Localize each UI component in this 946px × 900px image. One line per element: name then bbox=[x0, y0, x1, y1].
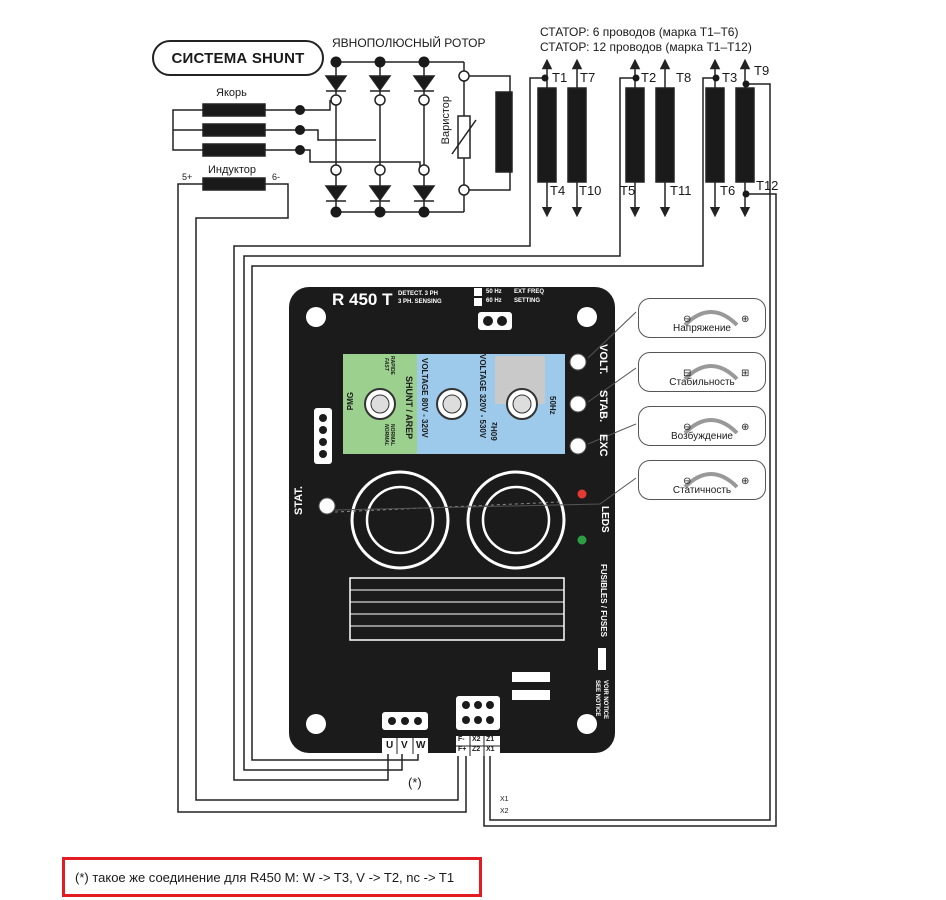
stator-12-label: СТАТОР: 12 проводов (марка T1–T12) bbox=[540, 40, 752, 54]
notice-1-label: VOIR NOTICE bbox=[602, 680, 608, 720]
normal-en-label: NORMAL bbox=[383, 424, 389, 446]
stat-label: STAT. bbox=[293, 486, 305, 515]
terminal-t1: T1 bbox=[552, 70, 568, 85]
rotating-rectifier bbox=[295, 56, 513, 218]
callout-p2-label: Стабильность bbox=[669, 377, 735, 388]
wire-x2-label: X2 bbox=[500, 808, 509, 815]
callout-p3-label: Возбуждение bbox=[671, 431, 733, 442]
callout-p1: ⊖ ⊕ Напряжение bbox=[638, 298, 766, 338]
inductor-label: Индуктор bbox=[208, 164, 256, 176]
callout-p1-plus: ⊕ bbox=[741, 314, 750, 325]
inductor-minus: 6- bbox=[272, 172, 281, 182]
callout-p4-plus: ⊕ bbox=[741, 476, 750, 487]
terminal-t7: T7 bbox=[580, 70, 596, 85]
rotor-label: ЯВНОПОЛЮСНЫЙ РОТОР bbox=[332, 36, 486, 50]
board-detect-2: 3 PH. SENSING bbox=[398, 299, 442, 305]
callout-p1-minus: ⊖ bbox=[683, 314, 692, 325]
voltage-knob-icon bbox=[683, 310, 739, 327]
terminal-t8: T8 bbox=[676, 70, 692, 85]
inductor-plus: 5+ bbox=[182, 172, 193, 182]
callout-p1-label: Напряжение bbox=[673, 323, 731, 334]
terminal-t9: T9 bbox=[754, 63, 770, 78]
fast-label: FAST bbox=[383, 358, 389, 371]
shunt-arep-label: SHUNT / AREP bbox=[404, 376, 414, 440]
callout-p2: ⊟ ⊞ Стабильность bbox=[638, 352, 766, 392]
asterisk-mark: (*) bbox=[408, 775, 422, 790]
terminal-t2: T2 bbox=[641, 70, 657, 85]
footnote-box: (*) такое же соединение для R450 M: W ->… bbox=[62, 857, 482, 897]
board-freq-50: 50 Hz bbox=[486, 289, 502, 295]
system-title: СИСТЕМА SHUNT bbox=[152, 40, 324, 76]
voltage-high-label: VOLTAGE 320V - 530V bbox=[478, 354, 487, 439]
hz50-label: 50Hz bbox=[548, 396, 557, 415]
terminal-t11: T11 bbox=[670, 183, 692, 198]
inductor-winding bbox=[177, 177, 467, 813]
normal-fr-label: NORMAL bbox=[389, 424, 395, 446]
footnote-text: (*) такое же соединение для R450 M: W ->… bbox=[75, 869, 455, 885]
terminal-t4: T4 bbox=[550, 183, 566, 198]
callout-p4-label: Статичность bbox=[672, 485, 732, 496]
term-fminus: F- bbox=[458, 736, 465, 743]
stator-windings bbox=[233, 58, 777, 827]
callout-p2-minus: ⊟ bbox=[683, 368, 692, 379]
terminal-t12: T12 bbox=[756, 178, 779, 193]
stability-knob-icon bbox=[683, 364, 739, 381]
term-z2: Z2 bbox=[472, 746, 481, 753]
stab-label: STAB. bbox=[597, 390, 609, 423]
term-fplus: F+ bbox=[458, 746, 467, 753]
armature-windings bbox=[172, 103, 300, 157]
stator-6-label: СТАТОР: 6 проводов (марка T1–T6) bbox=[540, 25, 739, 39]
callout-p3-minus: ⊖ bbox=[683, 422, 692, 433]
callout-leaders bbox=[334, 311, 637, 511]
fuses-label: FUSIBLES / FUSES bbox=[599, 564, 608, 637]
notice-2-label: SEE NOTICE bbox=[594, 680, 600, 717]
regulator-board bbox=[289, 287, 615, 756]
droop-knob-icon bbox=[683, 472, 739, 489]
term-u: U bbox=[386, 740, 394, 751]
board-freq-60: 60 Hz bbox=[486, 298, 502, 304]
pmg-label: PMG bbox=[346, 392, 355, 411]
callout-p4-minus: ⊖ bbox=[683, 476, 692, 487]
board-freq-ext-1: EXT FREQ bbox=[514, 289, 545, 295]
voltage-low-label: VOLTAGE 80V - 320V bbox=[420, 358, 429, 438]
terminal-t5: T5 bbox=[620, 183, 636, 198]
callout-p2-plus: ⊞ bbox=[741, 368, 750, 379]
armature-label: Якорь bbox=[216, 87, 247, 99]
volt-label: VOLT. bbox=[597, 344, 609, 375]
board-freq-ext-2: SETTING bbox=[514, 298, 541, 304]
term-w: W bbox=[416, 740, 426, 751]
terminal-t6: T6 bbox=[720, 183, 736, 198]
terminal-t10: T10 bbox=[579, 183, 602, 198]
hz60-label: 60Hz bbox=[490, 422, 499, 441]
term-x2: X2 bbox=[472, 736, 481, 743]
varistor-label: Варистор bbox=[440, 96, 452, 145]
excitation-knob-icon bbox=[683, 418, 739, 435]
board-model: R 450 T bbox=[332, 290, 393, 309]
term-x1: X1 bbox=[486, 746, 495, 753]
term-v: V bbox=[401, 740, 408, 751]
callout-p3: ⊖ ⊕ Возбуждение bbox=[638, 406, 766, 446]
callout-p4: ⊖ ⊕ Статичность bbox=[638, 460, 766, 500]
term-z1: Z1 bbox=[486, 736, 495, 743]
board-detect-1: DETECT. 3 PH bbox=[398, 291, 439, 297]
leds-label: LEDS bbox=[599, 506, 610, 533]
rapide-label: RAPIDE bbox=[389, 356, 395, 375]
terminal-t3: T3 bbox=[722, 70, 738, 85]
wire-x1-label: X1 bbox=[500, 796, 509, 803]
exc-label: EXC bbox=[597, 434, 609, 457]
callout-p3-plus: ⊕ bbox=[741, 422, 750, 433]
